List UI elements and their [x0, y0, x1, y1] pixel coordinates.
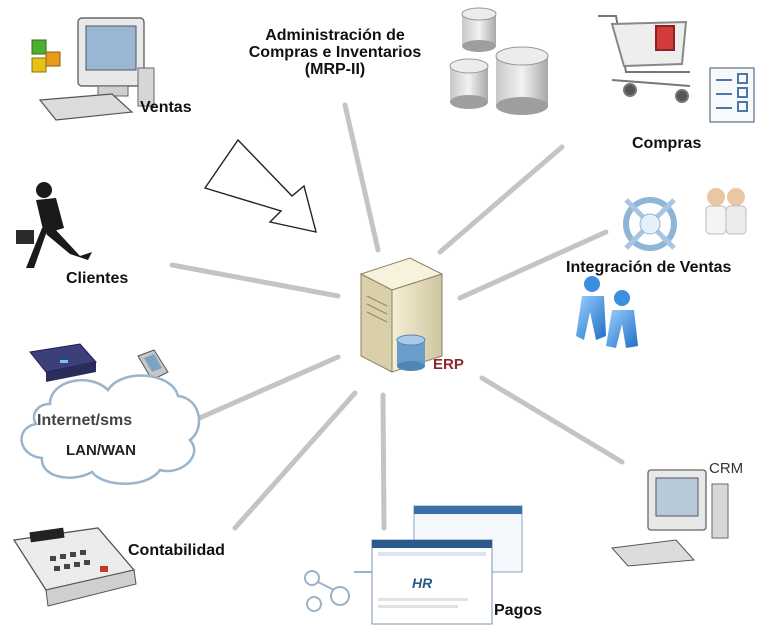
connector-clientes — [169, 262, 341, 299]
internet-label: Internet/sms — [37, 412, 133, 429]
connector-lines — [169, 102, 625, 531]
puzzle-icon — [31, 39, 61, 73]
flow-arrow-icon — [203, 138, 317, 233]
connector-compras — [437, 144, 565, 255]
hr-logo: HR — [412, 575, 433, 591]
ventas-computer-icon — [31, 17, 155, 121]
checklist-icon — [709, 67, 755, 123]
shopping-cart-icon — [598, 15, 691, 103]
router-icon — [29, 343, 97, 382]
admin-label-line-3: (MRP-II) — [304, 61, 366, 78]
connector-integracion — [457, 229, 609, 301]
clientes-label: Clientes — [66, 270, 129, 287]
erp-server-icon — [359, 257, 444, 373]
connector-admin — [342, 102, 381, 253]
network-integration-icon — [623, 197, 677, 251]
inventory-database-icon — [449, 7, 549, 115]
calculator-icon — [12, 527, 137, 607]
admin-label: Administración de Compras e Inventarios … — [230, 27, 440, 78]
connector-crm — [479, 375, 625, 465]
ventas-label: Ventas — [140, 99, 192, 116]
pagos-label: Pagos — [494, 602, 543, 619]
payroll-screens-icon — [371, 505, 523, 625]
people-icon — [705, 188, 747, 235]
lanwan-label: LAN/WAN — [66, 442, 136, 459]
contabilidad-label: Contabilidad — [128, 542, 225, 559]
crm-label: CRM — [709, 460, 744, 477]
handshake-people-icon — [576, 276, 638, 348]
hr-org-chart-icon — [304, 570, 372, 612]
mobile-phone-icon — [137, 349, 169, 381]
erp-label: ERP — [433, 356, 464, 373]
businessman-icon — [16, 182, 92, 268]
connector-contabilidad — [232, 390, 358, 531]
connector-pagos — [380, 392, 387, 531]
crm-computer-icon — [610, 469, 729, 567]
compras-label: Compras — [632, 135, 702, 152]
connector-internet — [192, 354, 341, 423]
database-icon — [396, 334, 426, 371]
integracion-label: Integración de Ventas — [566, 259, 732, 276]
cloud-icon — [20, 374, 201, 485]
admin-label-line-1: Administración de — [265, 27, 405, 44]
admin-label-line-2: Compras e Inventarios — [248, 44, 422, 61]
